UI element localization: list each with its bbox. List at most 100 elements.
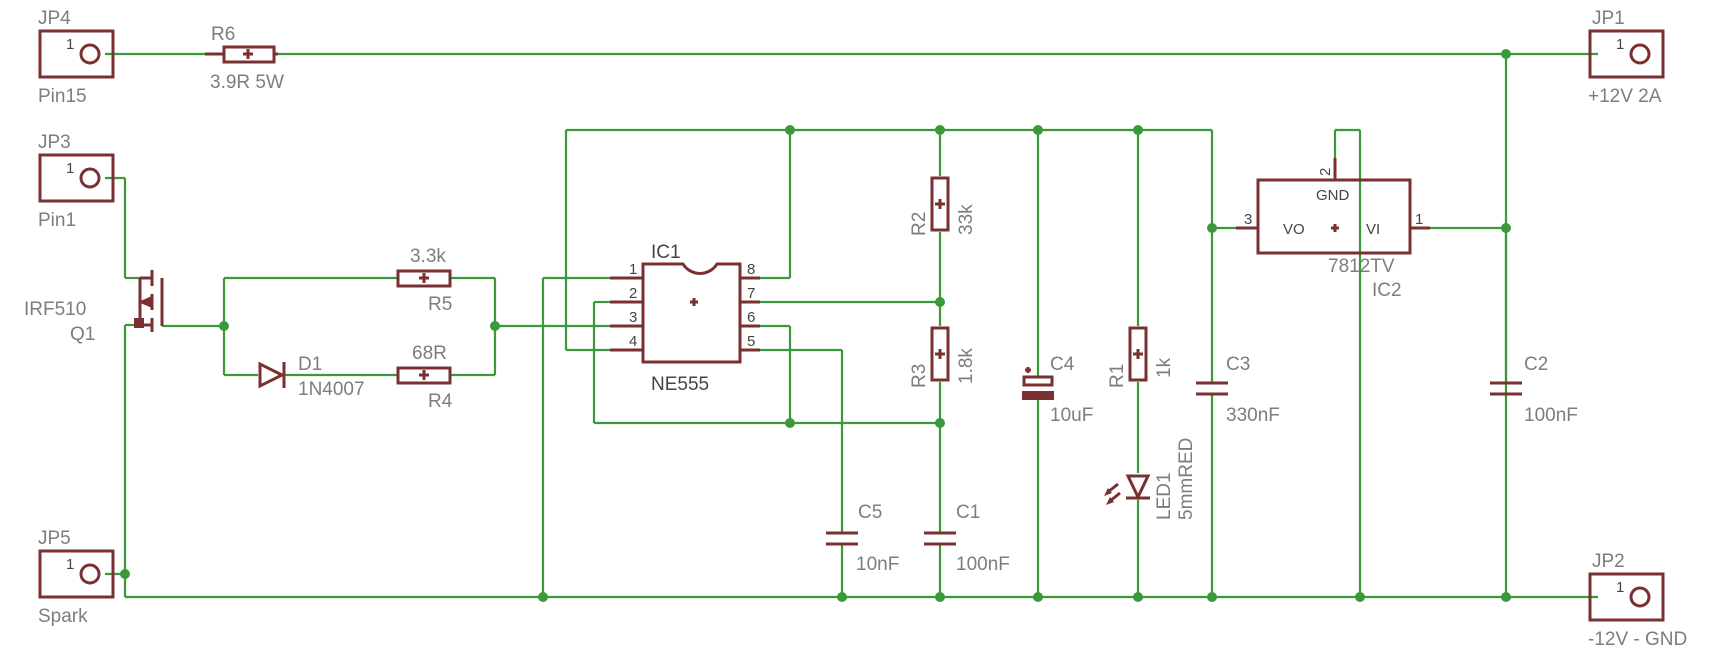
junction-dot <box>1501 49 1511 59</box>
capacitor-c4[interactable]: C4 10uF <box>1022 354 1093 426</box>
connector-jp5[interactable]: JP5 1 Spark <box>38 528 115 627</box>
junction-dot <box>1207 223 1217 233</box>
capacitor-value: 330nF <box>1226 405 1280 426</box>
junction-dot <box>935 297 945 307</box>
resistor-r4[interactable]: 68R R4 <box>396 343 453 412</box>
ic1-ne555[interactable]: IC1 NE555 1 2 3 4 8 7 6 5 <box>610 242 760 395</box>
junction-dot <box>490 321 500 331</box>
connector-value: Pin15 <box>38 86 87 107</box>
ic-value: 7812TV <box>1328 256 1395 277</box>
pin-number: 1 <box>66 556 74 573</box>
resistor-value: 33k <box>956 204 977 235</box>
wires <box>105 52 1598 599</box>
connector-name: JP4 <box>38 8 71 29</box>
led-value: 5mmRED <box>1176 438 1197 520</box>
connector-name: JP3 <box>38 132 71 153</box>
junction-dot <box>1501 592 1511 602</box>
pin-number: 1 <box>66 160 74 177</box>
ic2-7812-regulator[interactable]: GND VO VI 3 1 2 7812TV IC2 <box>1236 158 1430 301</box>
connector-jp1[interactable]: JP1 1 +12V 2A <box>1588 8 1665 107</box>
capacitor-value: 10uF <box>1050 405 1093 426</box>
capacitor-value: 10nF <box>856 554 899 575</box>
connector-name: JP5 <box>38 528 71 549</box>
connector-value: Pin1 <box>38 210 76 231</box>
capacitor-name: C2 <box>1524 354 1548 375</box>
mosfet-q1[interactable]: IRF510 Q1 <box>24 270 164 345</box>
junction-dot <box>837 592 847 602</box>
capacitor-name: C3 <box>1226 354 1250 375</box>
connector-name: JP1 <box>1592 8 1625 29</box>
resistor-name: R4 <box>428 391 453 412</box>
junction-dot <box>120 569 130 579</box>
connector-value: +12V 2A <box>1588 86 1662 107</box>
junctions <box>120 49 1511 602</box>
junction-dot <box>935 592 945 602</box>
capacitor-c1[interactable]: C1 100nF <box>924 502 1010 575</box>
resistor-name: R1 <box>1107 364 1128 388</box>
diode-value: 1N4007 <box>298 379 365 400</box>
capacitor-name: C4 <box>1050 354 1075 375</box>
led-name: LED1 <box>1154 472 1175 520</box>
pin-number: 1 <box>66 36 74 53</box>
junction-dot <box>1501 223 1511 233</box>
resistor-name: R6 <box>211 24 235 45</box>
resistor-r5[interactable]: 3.3k R5 <box>396 246 452 315</box>
capacitor-name: C5 <box>858 502 882 523</box>
pin-number: 5 <box>747 333 755 350</box>
connector-jp3[interactable]: JP3 1 Pin1 <box>38 132 115 231</box>
resistor-r1[interactable]: R1 1k <box>1107 326 1175 388</box>
resistor-value: 1.8k <box>956 348 977 384</box>
resistor-value: 3.9R 5W <box>210 72 284 93</box>
pin-number: 1 <box>629 261 637 278</box>
ic-value: NE555 <box>651 374 709 395</box>
resistor-value: 1k <box>1154 357 1175 378</box>
pin-number: 7 <box>747 285 755 302</box>
resistor-name: R3 <box>909 364 930 388</box>
pin-number: 1 <box>1415 211 1423 228</box>
capacitor-c5[interactable]: C5 10nF <box>826 502 899 575</box>
mosfet-name: Q1 <box>70 324 95 345</box>
capacitor-c3[interactable]: C3 330nF <box>1196 354 1280 426</box>
junction-dot <box>538 592 548 602</box>
pin-number: 6 <box>747 309 755 326</box>
connector-value: -12V - GND <box>1588 629 1687 650</box>
connector-jp4[interactable]: JP4 1 Pin15 <box>38 8 115 107</box>
resistor-r2[interactable]: R2 33k <box>909 176 977 236</box>
vi-pin-label: VI <box>1366 221 1380 238</box>
junction-dot <box>785 125 795 135</box>
capacitor-name: C1 <box>956 502 980 523</box>
pin-number: 3 <box>1244 211 1252 228</box>
junction-dot <box>935 125 945 135</box>
resistor-value: 3.3k <box>410 246 446 267</box>
resistor-r3[interactable]: R3 1.8k <box>909 326 977 388</box>
vo-pin-label: VO <box>1283 221 1305 238</box>
diode-d1[interactable]: D1 1N4007 <box>258 354 365 400</box>
pin-number: 2 <box>1317 168 1334 176</box>
gnd-pin-label: GND <box>1316 187 1350 204</box>
led-led1[interactable]: LED1 5mmRED <box>1104 438 1197 520</box>
ic-name: IC1 <box>651 242 681 263</box>
pin-number: 1 <box>1616 36 1624 53</box>
connector-name: JP2 <box>1592 551 1625 572</box>
resistor-name: R5 <box>428 294 452 315</box>
capacitor-value: 100nF <box>1524 405 1578 426</box>
diode-name: D1 <box>298 354 322 375</box>
resistor-value: 68R <box>412 343 447 364</box>
pin-number: 1 <box>1616 579 1624 596</box>
resistor-name: R2 <box>909 212 930 236</box>
resistor-r6[interactable]: R6 3.9R 5W <box>205 24 284 93</box>
pin-number: 4 <box>629 333 637 350</box>
mosfet-value: IRF510 <box>24 299 86 320</box>
pin-number: 3 <box>629 309 637 326</box>
connector-jp2[interactable]: JP2 1 -12V - GND <box>1588 551 1687 650</box>
junction-dot <box>1355 592 1365 602</box>
junction-dot <box>1133 125 1143 135</box>
capacitor-value: 100nF <box>956 554 1010 575</box>
capacitor-c2[interactable]: C2 100nF <box>1490 354 1578 426</box>
junction-dot <box>1133 592 1143 602</box>
junction-dot <box>1207 592 1217 602</box>
junction-dot <box>785 418 795 428</box>
ic-name: IC2 <box>1372 280 1402 301</box>
junction-dot <box>219 321 229 331</box>
